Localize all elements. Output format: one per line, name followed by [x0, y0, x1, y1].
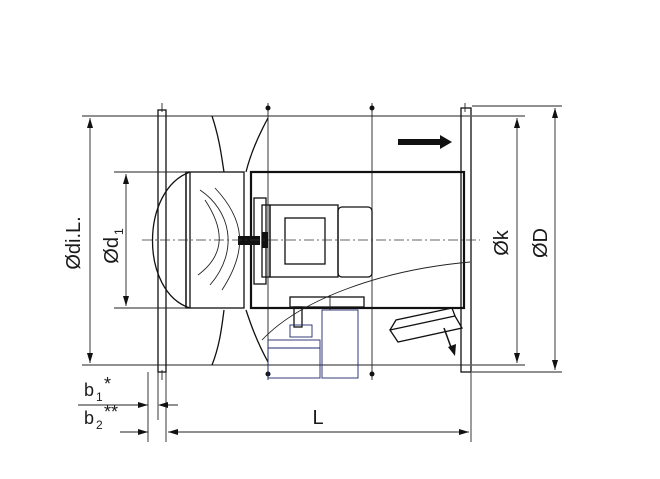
label-b1: b 1 * — [84, 374, 111, 404]
hidden-terminal-box — [267, 309, 359, 379]
airflow-arrow — [398, 135, 452, 149]
label-d1: Ød 1 — [101, 228, 126, 264]
flow-curve — [261, 261, 471, 341]
label-b2-main: b — [84, 408, 94, 428]
label-d1-sub: 1 — [112, 228, 126, 235]
label-D: ØD — [530, 228, 552, 258]
dimension-k — [472, 115, 525, 366]
dimension-D — [472, 105, 562, 373]
down-arrow — [443, 327, 456, 356]
label-di-l: Ødi.L. — [63, 216, 85, 269]
label-b2-sup: ** — [104, 402, 118, 422]
dimension-b — [78, 372, 178, 442]
svg-text:Ød: Ød — [101, 237, 123, 264]
label-b1-sub: 1 — [96, 390, 103, 404]
label-b1-main: b — [84, 380, 94, 400]
label-b2-sub: 2 — [96, 418, 103, 432]
label-b1-sup: * — [104, 374, 111, 394]
dimension-di-l — [82, 115, 160, 366]
label-b2: b 2 ** — [84, 402, 118, 432]
label-k: Øk — [491, 229, 513, 256]
label-L: L — [312, 407, 323, 429]
impeller — [152, 115, 269, 366]
label-d1-main: Ød — [101, 237, 123, 264]
dimension-d1 — [114, 171, 188, 309]
